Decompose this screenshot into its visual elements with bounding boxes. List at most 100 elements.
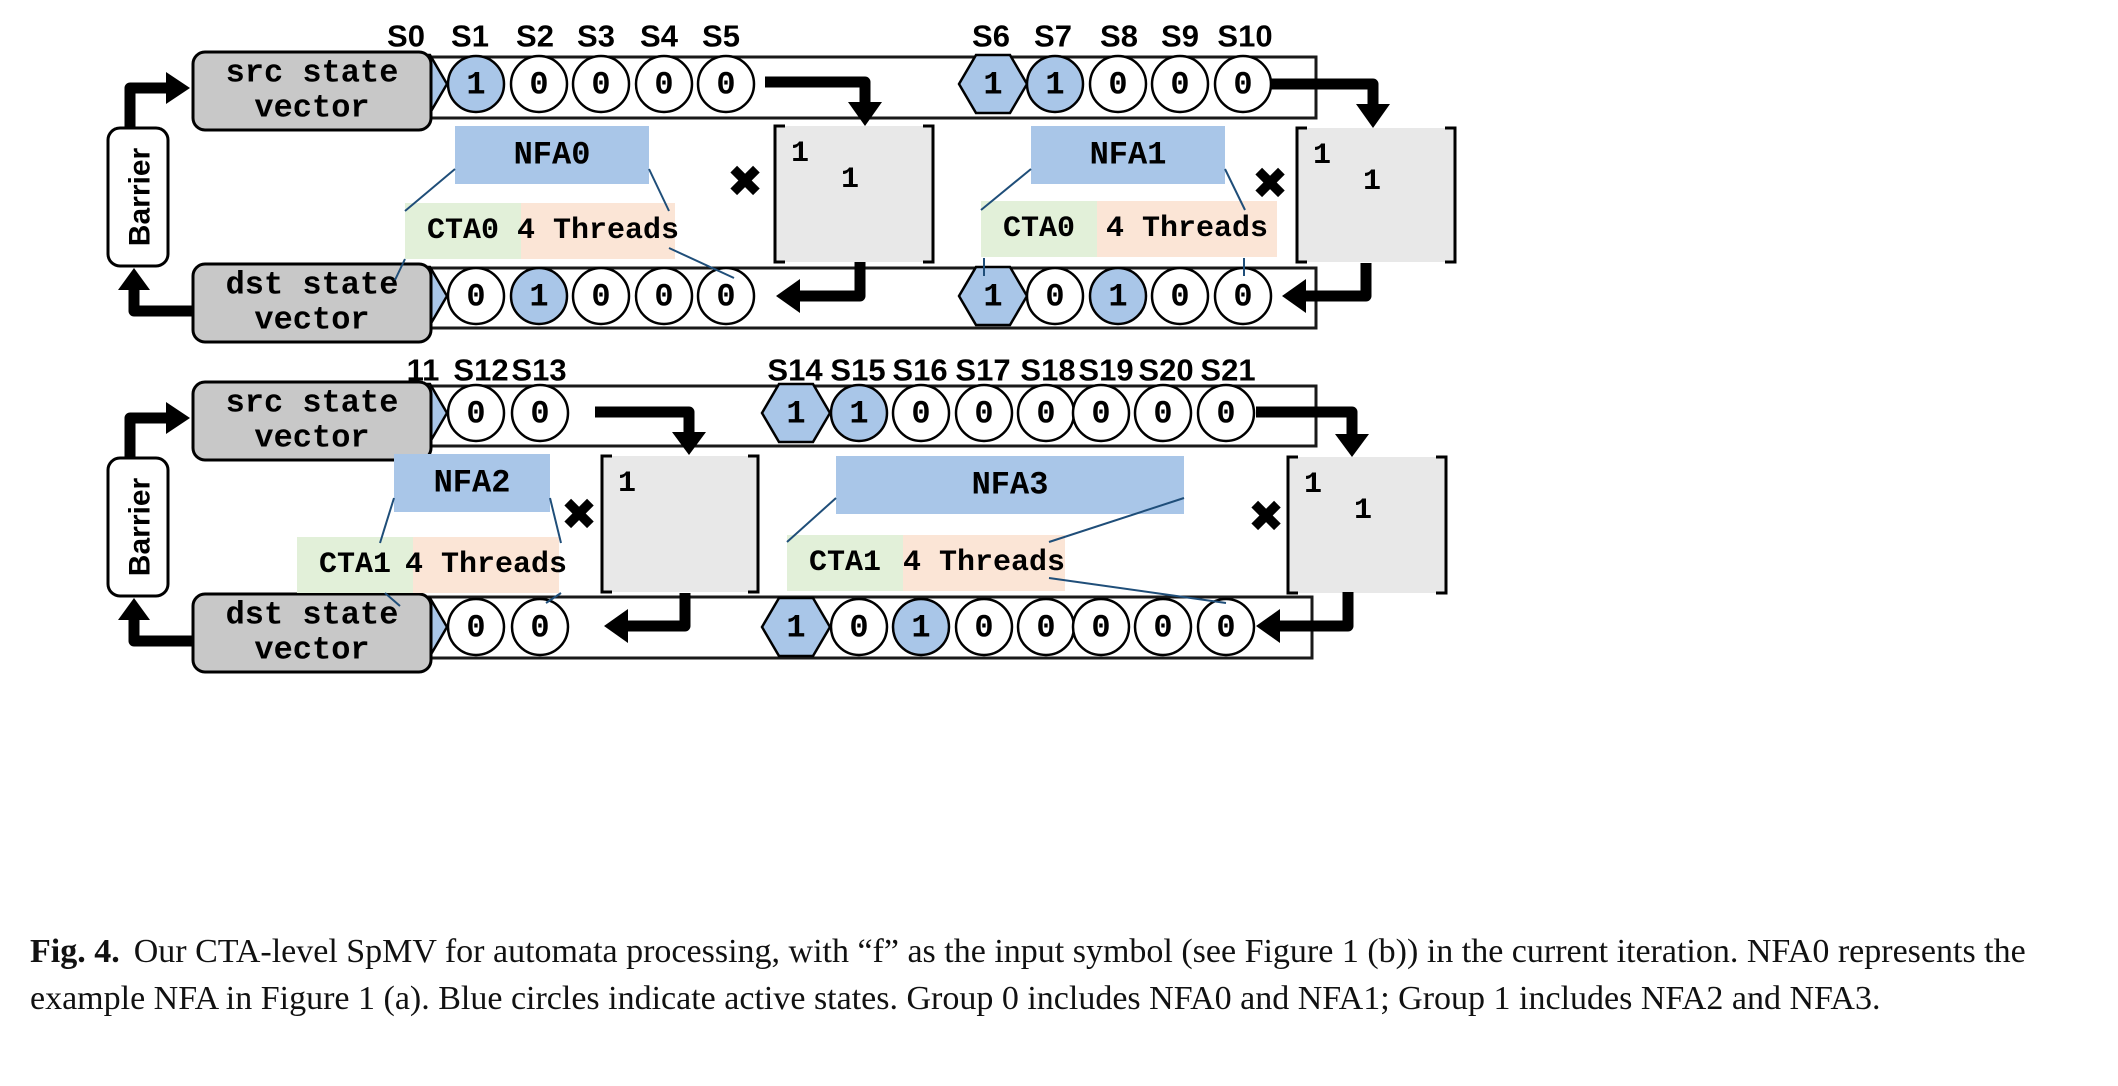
group1-state-label: S18 [1020,353,1075,388]
group1-dst-state: 0 [954,597,1014,657]
group1-dst-state-vector-label-line2: vector [254,632,369,669]
group1-dst-to-barrier-arrow-head [118,598,150,620]
group0-dst-state: 0 [446,266,506,326]
group1-src-state: 1 [760,382,832,444]
group1-src-state-circle-shape [954,383,1014,443]
group1-src-state-circle-shape [446,383,506,443]
group0-dst-state: 0 [696,266,756,326]
group0-src-state-circle-shape [1025,54,1085,114]
group1-nfa1-name: NFA3 [972,467,1049,504]
spmv-diagram: S01S11S20S30S40S50S61S71S80S90S100101000… [106,19,1457,674]
group1-nfa1-header [836,456,1184,514]
group0-src-state-vector-label-line2: vector [254,90,369,127]
group1-nfa0-header [394,454,550,512]
group0-src-state-circle-shape [634,54,694,114]
group1-flow-arrow-3-head [1256,609,1280,643]
group1-nfa1-transition-matrix: 11 [1286,455,1448,595]
group1-nfa0-cta-label: CTA1 [319,548,391,582]
group0-dst-state-circle-shape [634,266,694,326]
group1-nfa0-connector-line-2 [384,592,401,607]
group1-dst-state-vector-label-line1: dst state [226,597,399,634]
group1-src-state-circle-shape [829,383,889,443]
group1-nfa1-transition-matrix-entry: 1 [1354,494,1372,528]
group0-dst-state-value: 0 [466,279,485,316]
group0-dst-state-value: 0 [1233,279,1252,316]
group0-dst-state-circle-shape [696,266,756,326]
group1-dst-state-circle-shape [1133,597,1193,657]
group0-nfa1-transition-matrix: 11 [1295,126,1457,264]
group0-state-label: S1 [451,19,489,54]
group0-state-label: S9 [1161,19,1199,54]
group0-dst-state: 1 [509,266,569,326]
group1-dst-state: 1 [760,596,832,658]
group0-src-state-circle-shape [571,54,631,114]
group1-state-label: S17 [955,353,1010,388]
group0-dst-state-value: 0 [716,279,735,316]
group0-src-state: 0 [634,54,694,114]
group1-nfa1-connector-line-2 [1048,577,1227,604]
group1-src-state-value: 0 [1036,396,1055,433]
group0-barrier-label: Barrier [124,147,157,246]
group0-flow-arrow-0-head [848,102,882,126]
group0-nfa0-threads-cell [521,203,675,259]
group1-dst-state-value: 0 [1153,610,1172,647]
group0-src-state: 0 [696,54,756,114]
group1-dst-state-value: 0 [1091,610,1110,647]
group0-nfa0-connector-line-3 [668,247,735,279]
group0-state-label: S4 [640,19,679,54]
group0-src-state-value: 0 [1233,67,1252,104]
group1-dst-state-value: 0 [466,610,485,647]
group0-dst-state-circle-shape [446,266,506,326]
group0-dst-to-barrier-arrow-head [118,268,150,290]
group0-nfa1-cta-cell [981,201,1097,257]
group1-nfa1-cta-label: CTA1 [809,546,881,580]
group1-src-state: 0 [1071,383,1131,443]
group0-src-state: 0 [1088,54,1148,114]
group1-flow-arrow-2 [620,593,691,632]
group1-dst-state-circle-shape [1196,597,1256,657]
group0-src-state: 1 [957,53,1029,115]
group1-src-state: 0 [1133,383,1193,443]
group0-flow-arrow-1-head [1356,104,1390,128]
group0-src-state-value: 0 [654,67,673,104]
group0-dst-state: 0 [1150,266,1210,326]
group0-barrier-to-src-arrow [124,82,170,128]
group0-dst-state: 1 [957,265,1029,327]
group1-state-label: S13 [511,353,566,388]
group1-flow-arrow-1 [1256,406,1358,442]
group0-nfa0-transition-matrix-body [775,126,933,262]
group0-flow-arrow-3-head [1282,279,1306,313]
group1-dst-state: 0 [1016,597,1076,657]
group0-nfa1-transition-matrix-entry: 1 [1363,165,1381,199]
group0-nfa1-transition-matrix-body [1297,128,1455,262]
group1-nfa0-connector-line-0 [379,497,395,544]
group0-nfa1-transition-matrix-right-bracket [1445,126,1457,264]
group0-barrier-box [106,126,170,268]
group0-src-state: 1 [446,54,506,114]
group0-nfa0-cta-label: CTA0 [427,214,499,248]
group1-flow-arrow-1-head [1335,434,1369,457]
group0-nfa1-name: NFA1 [1090,137,1167,174]
group0-src-state-circle-shape [446,54,506,114]
group1-src-state-value: 0 [530,396,549,433]
group0-nfa1-cta-label: CTA0 [1003,212,1075,246]
group1-nfa1-transition-matrix-left-bracket [1286,455,1298,595]
group0-src-state: 0 [571,54,631,114]
group0-src-state-value: 1 [466,67,485,104]
group1-nfa0-transition-matrix-entry: 1 [618,467,636,501]
group1-dst-state-value: 0 [1216,610,1235,647]
group0-state-label: S3 [577,19,615,54]
group0-src-state: 1 [1025,54,1085,114]
group0-dst-state-value: 0 [1045,279,1064,316]
group0-nfa1-header [1031,126,1225,184]
group0-src-state: 0 [1213,54,1273,114]
group1-dst-state-circle-shape [1071,597,1131,657]
group0-nfa0-transition-matrix-right-bracket [923,124,935,264]
group0-nfa0-transition-matrix-entry: 1 [791,137,809,171]
group0-nfa0-transition-matrix-entry: 1 [841,163,859,197]
group1-nfa1-transition-matrix-body [1288,457,1446,593]
group1-dst-state-value: 0 [1036,610,1055,647]
group1-src-state: 0 [1196,383,1256,443]
group0-dst-state: 0 [571,266,631,326]
